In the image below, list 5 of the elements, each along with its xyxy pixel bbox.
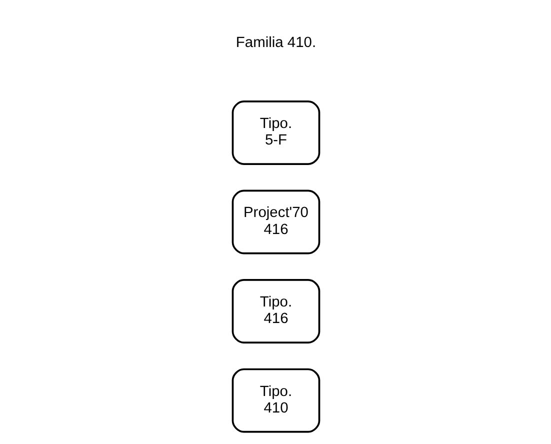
node-box: Tipo. 410	[231, 368, 320, 433]
node-box: Tipo. 416	[231, 279, 320, 344]
label: Familia 410.	[235, 34, 316, 51]
node-box: Tipo. 5-F	[231, 100, 320, 165]
node-box: Project'70 416	[231, 190, 320, 254]
